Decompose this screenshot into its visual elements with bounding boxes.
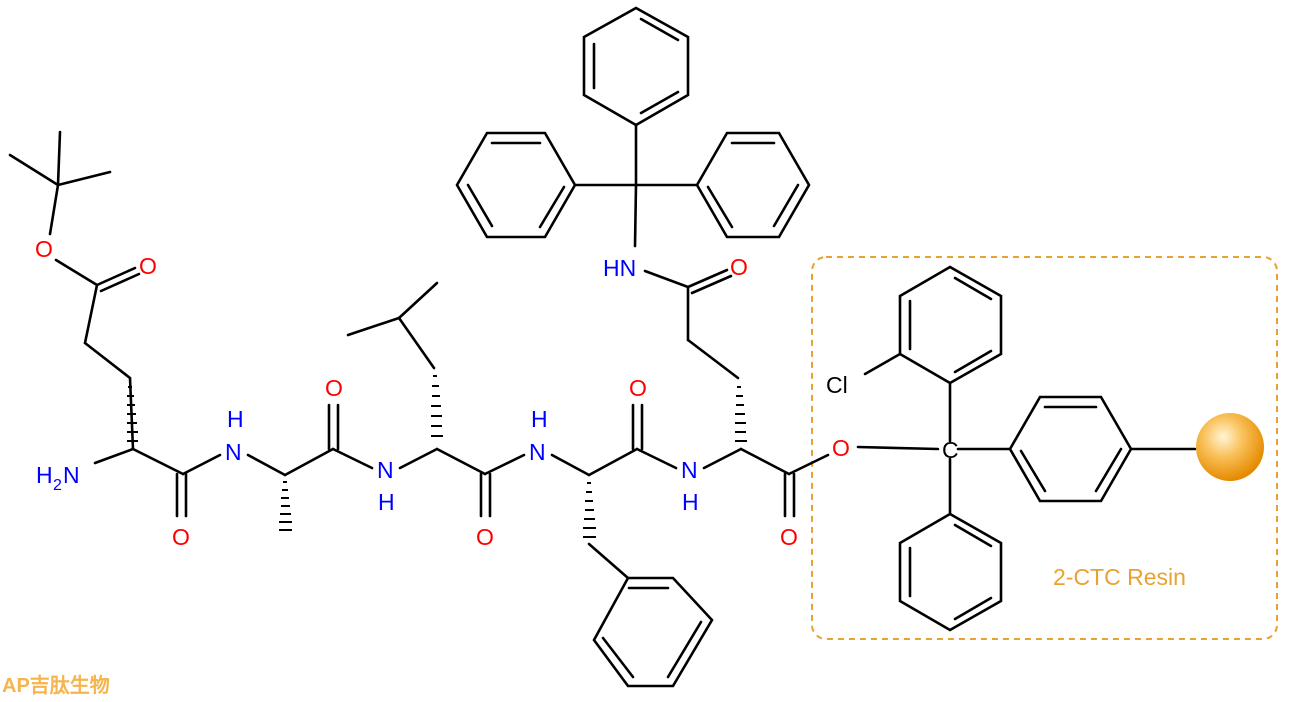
nh-phe-n-label: N <box>529 439 546 465</box>
gln-alpha-hash <box>735 386 747 442</box>
nh-phe-h-label: H <box>531 406 548 432</box>
nh2-n-label: N <box>63 462 80 488</box>
nh-ala-n-label: N <box>225 439 242 465</box>
o-phe-carbonyl-label: O <box>629 375 647 401</box>
hn-trityl-label: HN <box>603 255 636 281</box>
nh2-h-label: H <box>36 462 53 488</box>
o-ester-double-label: O <box>139 253 157 279</box>
phe-ring <box>587 542 714 688</box>
o-ester-single-label: O <box>35 236 53 262</box>
nh-leu-h-label: H <box>378 489 395 515</box>
ala-methyl-hash <box>279 481 292 531</box>
watermark: AP吉肽生物 <box>2 673 110 697</box>
ctc-linker <box>863 265 1197 632</box>
trityl-group <box>455 6 811 239</box>
tbu-group <box>8 130 141 451</box>
nh-gln-n-label: N <box>681 457 698 483</box>
resin-bead <box>1196 413 1264 481</box>
o-gln-carbonyl-label: O <box>780 524 798 550</box>
resin-label: 2-CTC Resin <box>1053 564 1186 590</box>
leu-sidechain <box>346 281 439 370</box>
o-linker-label: O <box>832 435 850 461</box>
nh-leu-n-label: N <box>377 457 394 483</box>
o-ala-carbonyl-label: O <box>325 375 343 401</box>
cl-label: Cl <box>826 372 848 398</box>
glu-alpha-hash <box>127 386 138 442</box>
c-center-label: C <box>942 437 959 463</box>
atom-labels: O O H 2 N O H N O N H O H N O N H O O C … <box>35 236 959 550</box>
backbone <box>93 403 940 518</box>
leu-alpha-hash <box>431 375 443 437</box>
nh-ala-h-label: H <box>227 406 244 432</box>
o-glu-carbonyl-label: O <box>172 524 190 550</box>
o-gln-amide-label: O <box>730 254 748 280</box>
gln-sidechain <box>633 183 740 380</box>
nh-gln-h-label: H <box>682 489 699 515</box>
o-leu-carbonyl-label: O <box>476 524 494 550</box>
nh2-subscript-label: 2 <box>53 477 62 494</box>
phe-alpha-hash <box>583 482 596 538</box>
